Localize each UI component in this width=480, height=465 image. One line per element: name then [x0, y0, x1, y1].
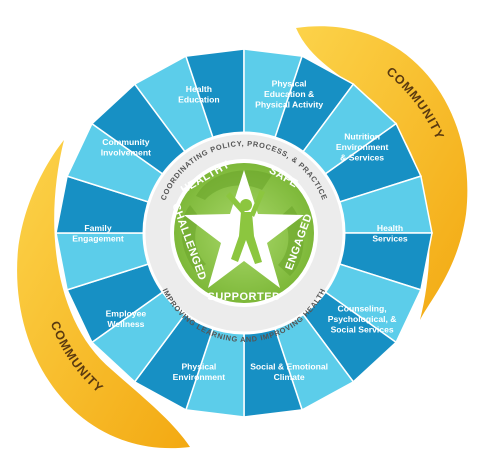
community-band-bottom	[17, 140, 190, 449]
community-band-top	[296, 26, 468, 321]
jumping-figure-icon	[226, 190, 265, 264]
core-word-supported: SUPPORTED	[208, 291, 281, 303]
core-swirl	[181, 170, 304, 276]
label-counseling: Counseling,Psychological, &Social Servic…	[328, 303, 397, 334]
